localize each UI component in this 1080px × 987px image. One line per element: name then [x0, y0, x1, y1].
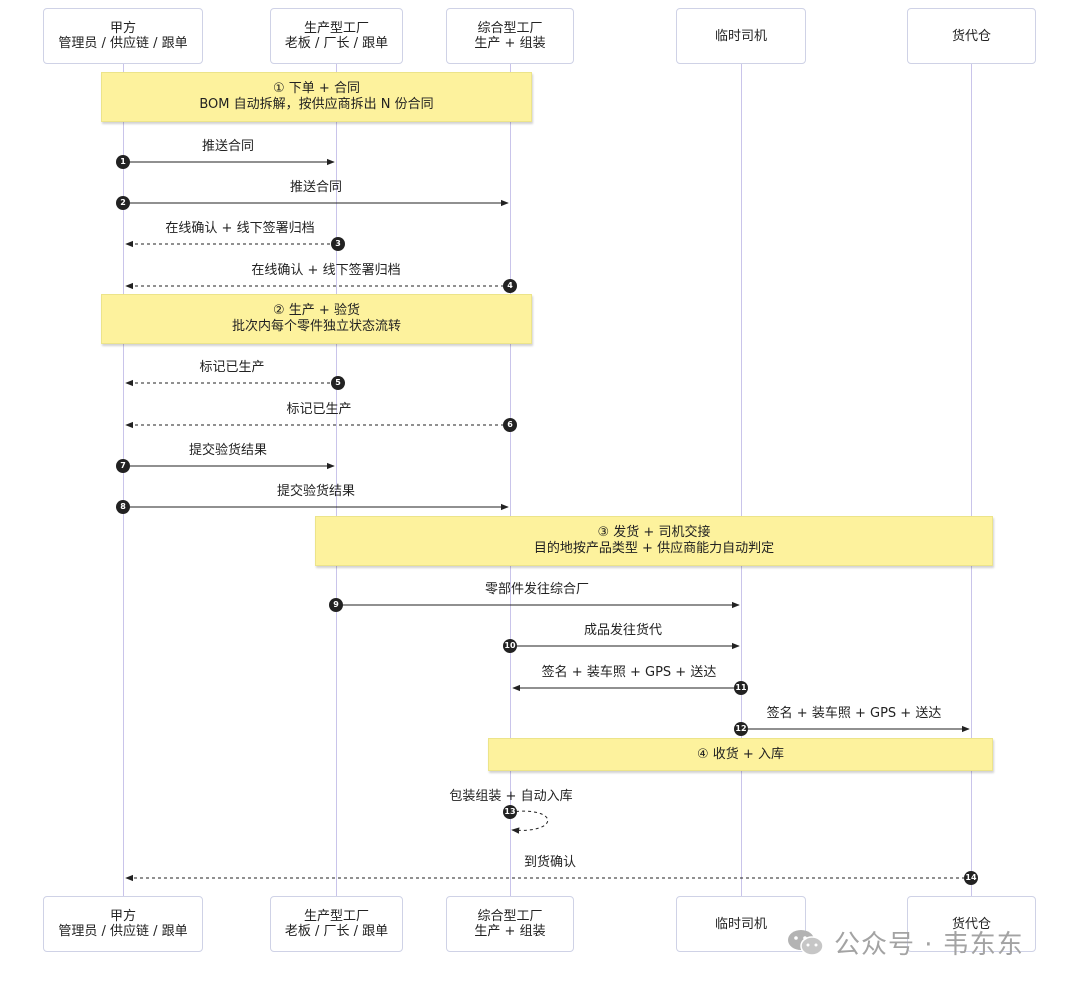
actor-roles: 管理员 / 供应链 / 跟单 — [58, 924, 188, 939]
actor-name: 甲方 — [109, 21, 136, 36]
actor-top-a: 甲方 管理员 / 供应链 / 跟单 — [43, 8, 203, 64]
actor-bottom-c: 综合型工厂 生产 + 组装 — [446, 896, 574, 952]
actor-roles: 老板 / 厂长 / 跟单 — [284, 36, 389, 51]
phase-desc: BOM 自动拆解，按供应商拆出 N 份合同 — [199, 97, 434, 112]
actor-name: 综合型工厂 — [477, 909, 543, 924]
actor-name: 生产型工厂 — [303, 21, 369, 36]
phase-note-3: ③ 发货 + 司机交接 目的地按产品类型 + 供应商能力自动判定 — [315, 516, 993, 566]
actor-roles: 生产 + 组装 — [474, 36, 546, 51]
actor-bottom-e: 货代仓 — [907, 896, 1036, 952]
step-badge-10: 10 — [503, 639, 517, 653]
message-label-1: 推送合同 — [201, 139, 255, 154]
message-label-9: 零部件发往综合厂 — [484, 582, 590, 597]
phase-desc: 批次内每个零件独立状态流转 — [231, 319, 401, 334]
message-label-8: 提交验货结果 — [276, 484, 356, 499]
phase-title: ② 生产 + 验货 — [273, 303, 360, 318]
step-badge-5: 5 — [331, 376, 345, 390]
step-badge-2: 2 — [116, 196, 130, 210]
phase-note-2: ② 生产 + 验货 批次内每个零件独立状态流转 — [101, 294, 532, 344]
phase-note-1: ① 下单 + 合同 BOM 自动拆解，按供应商拆出 N 份合同 — [101, 72, 532, 122]
lifeline-a — [123, 64, 124, 896]
actor-name: 临时司机 — [714, 916, 767, 932]
message-label-2: 推送合同 — [289, 180, 343, 195]
message-label-14: 到货确认 — [523, 855, 577, 870]
message-label-12: 签名 + 装车照 + GPS + 送达 — [766, 706, 942, 721]
message-label-6: 标记已生产 — [286, 402, 352, 417]
step-badge-9: 9 — [329, 598, 343, 612]
message-label-11: 签名 + 装车照 + GPS + 送达 — [541, 665, 717, 680]
actor-name: 综合型工厂 — [477, 21, 543, 36]
lifeline-e — [971, 64, 972, 896]
step-badge-7: 7 — [116, 459, 130, 473]
step-badge-12: 12 — [734, 722, 748, 736]
lifeline-b — [336, 64, 337, 896]
actor-top-d: 临时司机 — [676, 8, 806, 64]
message-label-10: 成品发往货代 — [583, 623, 663, 638]
actor-top-b: 生产型工厂 老板 / 厂长 / 跟单 — [270, 8, 403, 64]
watermark: 公众号 · 韦东东 — [786, 924, 1024, 961]
actor-name: 货代仓 — [951, 916, 991, 932]
message-label-5: 标记已生产 — [199, 360, 265, 375]
phase-desc: 目的地按产品类型 + 供应商能力自动判定 — [533, 541, 775, 556]
actor-roles: 老板 / 厂长 / 跟单 — [284, 924, 389, 939]
step-badge-8: 8 — [116, 500, 130, 514]
step-badge-1: 1 — [116, 155, 130, 169]
actor-name: 甲方 — [109, 909, 136, 924]
step-badge-4: 4 — [503, 279, 517, 293]
phase-title: ③ 发货 + 司机交接 — [597, 525, 711, 540]
message-label-3: 在线确认 + 线下签署归档 — [165, 221, 315, 236]
actor-top-e: 货代仓 — [907, 8, 1036, 64]
actor-roles: 生产 + 组装 — [474, 924, 546, 939]
actor-bottom-d: 临时司机 — [676, 896, 806, 952]
step-badge-3: 3 — [331, 237, 345, 251]
message-label-13: 包装组装 + 自动入库 — [449, 789, 573, 804]
actor-bottom-b: 生产型工厂 老板 / 厂长 / 跟单 — [270, 896, 403, 952]
step-badge-6: 6 — [503, 418, 517, 432]
step-badge-14: 14 — [964, 871, 978, 885]
wechat-icon — [788, 929, 824, 956]
step-badge-11: 11 — [734, 681, 748, 695]
message-arrow-13 — [509, 810, 549, 834]
phase-title: ④ 收货 + 入库 — [697, 746, 784, 762]
actor-bottom-a: 甲方 管理员 / 供应链 / 跟单 — [43, 896, 203, 952]
step-badge-13: 13 — [503, 805, 517, 819]
actor-name: 临时司机 — [714, 28, 767, 44]
actor-top-c: 综合型工厂 生产 + 组装 — [446, 8, 574, 64]
phase-title: ① 下单 + 合同 — [273, 81, 360, 96]
actor-roles: 管理员 / 供应链 / 跟单 — [58, 36, 188, 51]
lifeline-c — [510, 64, 511, 896]
phase-note-4: ④ 收货 + 入库 — [488, 738, 993, 771]
actor-name: 生产型工厂 — [303, 909, 369, 924]
message-label-7: 提交验货结果 — [188, 443, 268, 458]
actor-name: 货代仓 — [951, 28, 991, 44]
lifeline-d — [741, 64, 742, 896]
watermark-text: 公众号 · 韦东东 — [834, 930, 1024, 960]
message-label-4: 在线确认 + 线下签署归档 — [251, 263, 401, 278]
